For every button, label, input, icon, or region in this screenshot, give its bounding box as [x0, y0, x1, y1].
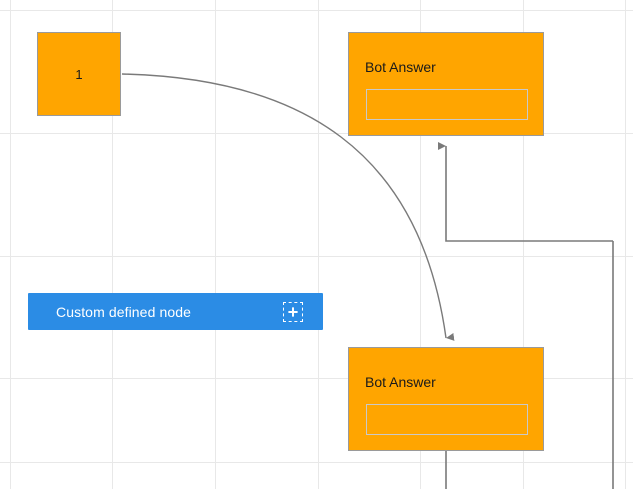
custom-defined-node-button[interactable]: Custom defined node	[28, 293, 323, 330]
bot-answer-node-top-slot[interactable]	[366, 89, 528, 120]
grid-line-vertical	[215, 0, 216, 489]
plus-icon[interactable]	[283, 301, 303, 322]
grid-line-vertical	[625, 0, 626, 489]
edge-loop-to-bot-answer-top[interactable]	[438, 142, 613, 242]
start-node[interactable]: 1	[37, 32, 121, 116]
custom-defined-node-label: Custom defined node	[56, 303, 191, 320]
bot-answer-node-bottom[interactable]: Bot Answer	[348, 347, 544, 451]
grid-line-horizontal	[0, 10, 633, 11]
grid-line-vertical	[318, 0, 319, 489]
bot-answer-node-bottom-title: Bot Answer	[365, 374, 436, 390]
bot-answer-node-bottom-slot[interactable]	[366, 404, 528, 435]
bot-answer-node-top-title: Bot Answer	[365, 59, 436, 75]
grid-line-horizontal	[0, 256, 633, 257]
bot-answer-node-top[interactable]: Bot Answer	[348, 32, 544, 136]
grid-line-horizontal	[0, 462, 633, 463]
start-node-label: 1	[75, 66, 83, 82]
grid-line-vertical	[10, 0, 11, 489]
